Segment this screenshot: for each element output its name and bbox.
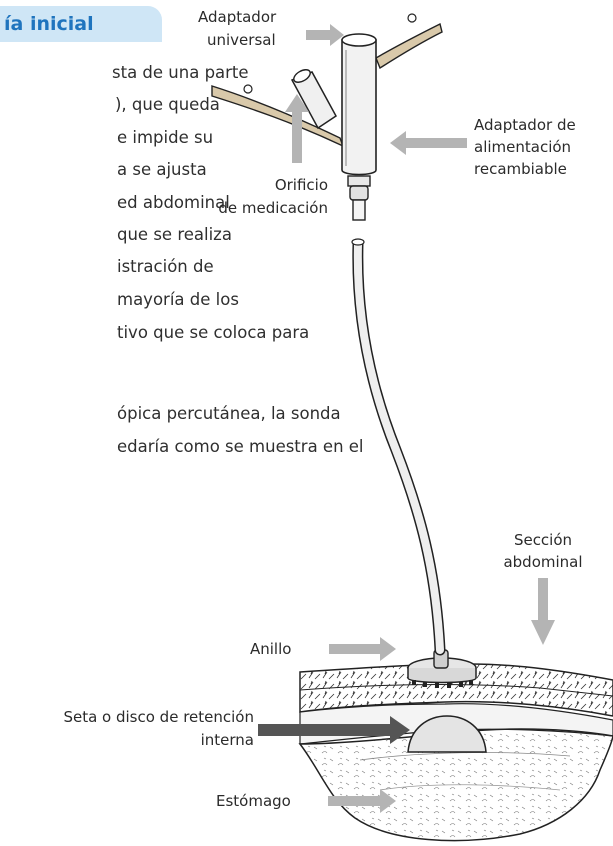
label-adapter-feeding-3: recambiable [474,160,567,178]
arrow-up-icon [285,94,309,163]
arrow-right-icon [329,637,396,661]
label-ring: Anillo [250,640,292,658]
label-adapter-universal-1: Adaptador [198,8,277,26]
paragraph-line: ), que queda [115,95,220,114]
paragraph-line: mayoría de los [117,290,239,309]
retention-dome [407,715,487,753]
feeding-tube [351,238,446,656]
paragraph-line: a se ajusta [117,160,207,179]
label-adapter-feeding-1: Adaptador de [474,116,576,134]
section-header-tab [0,6,162,42]
arrow-left-icon [390,131,467,155]
y-adapter [211,13,443,221]
label-arrows [285,24,555,813]
arrow-right-icon [328,789,396,813]
label-stomach: Estómago [216,792,291,810]
arrow-right-icon [258,716,410,744]
label-adapter-universal-2: universal [207,31,276,49]
paragraph-line: edaría como se muestra en el [117,437,364,456]
label-retention-2: interna [200,731,254,749]
section-header-title: ía inicial [4,13,94,35]
paragraph-line: ed abdominal [117,193,230,212]
paragraph-line: e impide su [117,128,214,147]
arrow-right-icon [306,24,344,46]
paragraph-line: istración de [117,257,214,276]
external-ring [407,649,477,688]
label-abdominal-1: Sección [513,531,573,549]
arrow-down-icon [531,578,555,645]
label-med-port-1: Orificio [274,176,328,194]
paragraph-line: ópica percutánea, la sonda [117,404,341,423]
paragraph-line: que se realiza [117,225,232,244]
paragraph-line: tivo que se coloca para [117,323,310,342]
paragraph-line: sta de una parte [112,63,249,82]
label-med-port-2: de medicación [218,199,328,217]
label-adapter-feeding-2: alimentación [474,138,572,156]
label-abdominal-2: abdominal [503,553,583,571]
label-retention-1: Seta o disco de retención [63,708,254,726]
